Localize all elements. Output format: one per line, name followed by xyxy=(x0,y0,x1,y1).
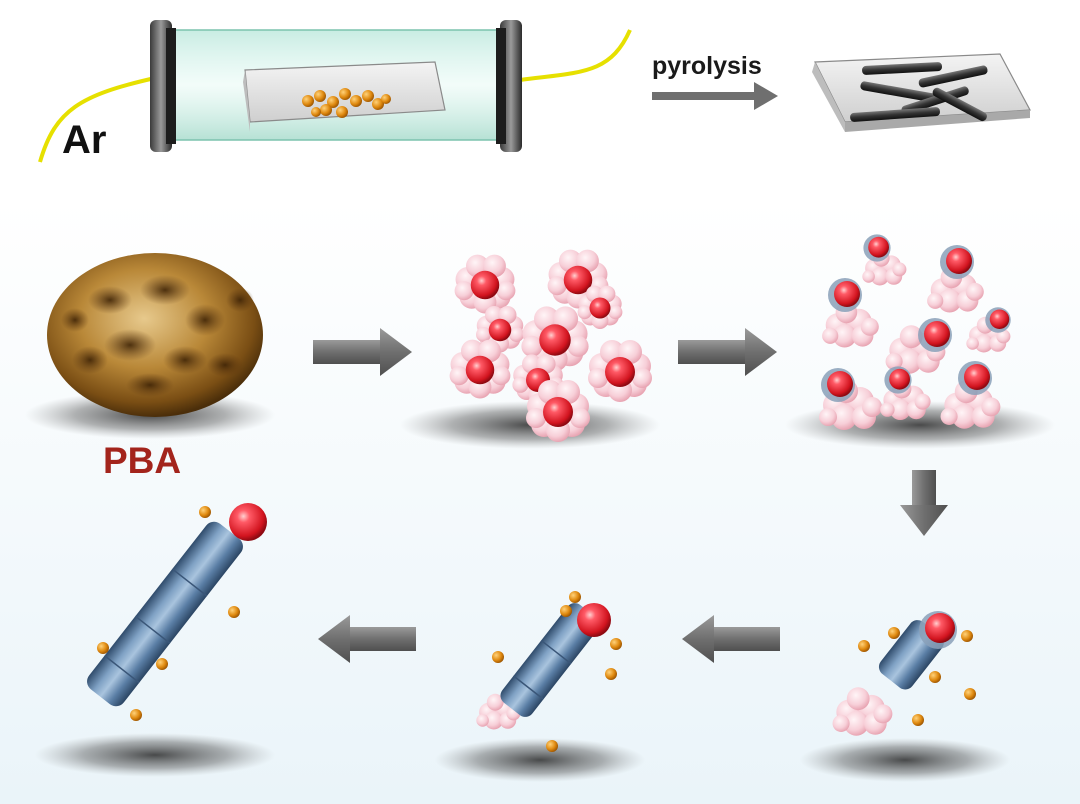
nanoparticles xyxy=(97,506,240,721)
shadow xyxy=(435,738,645,782)
gas-inlet-wire xyxy=(38,76,156,163)
nanoparticles xyxy=(492,591,622,752)
process-label: pyrolysis xyxy=(652,52,762,80)
boat-with-rods-icon xyxy=(812,53,1031,132)
nanotube-icon xyxy=(476,603,611,730)
pyrolysis-arrow-icon xyxy=(652,82,778,110)
arrow-icon xyxy=(318,615,416,663)
gas-label: Ar xyxy=(62,118,107,162)
gas-outlet-wire xyxy=(519,29,632,82)
arrow-icon xyxy=(313,328,412,376)
precursor-label: PBA xyxy=(103,440,182,481)
arrow-icon xyxy=(678,328,777,376)
arrow-icon xyxy=(682,615,780,663)
nanotube-icon xyxy=(87,503,267,707)
tube-furnace-icon xyxy=(38,20,632,163)
nanotube-icon xyxy=(832,611,957,736)
boat-with-pellets-icon xyxy=(243,61,446,132)
shadow xyxy=(35,733,275,777)
nanoparticles xyxy=(858,627,976,726)
arrow-icon xyxy=(900,470,948,536)
pba-particle-icon xyxy=(47,253,263,417)
shadow xyxy=(800,738,1010,782)
